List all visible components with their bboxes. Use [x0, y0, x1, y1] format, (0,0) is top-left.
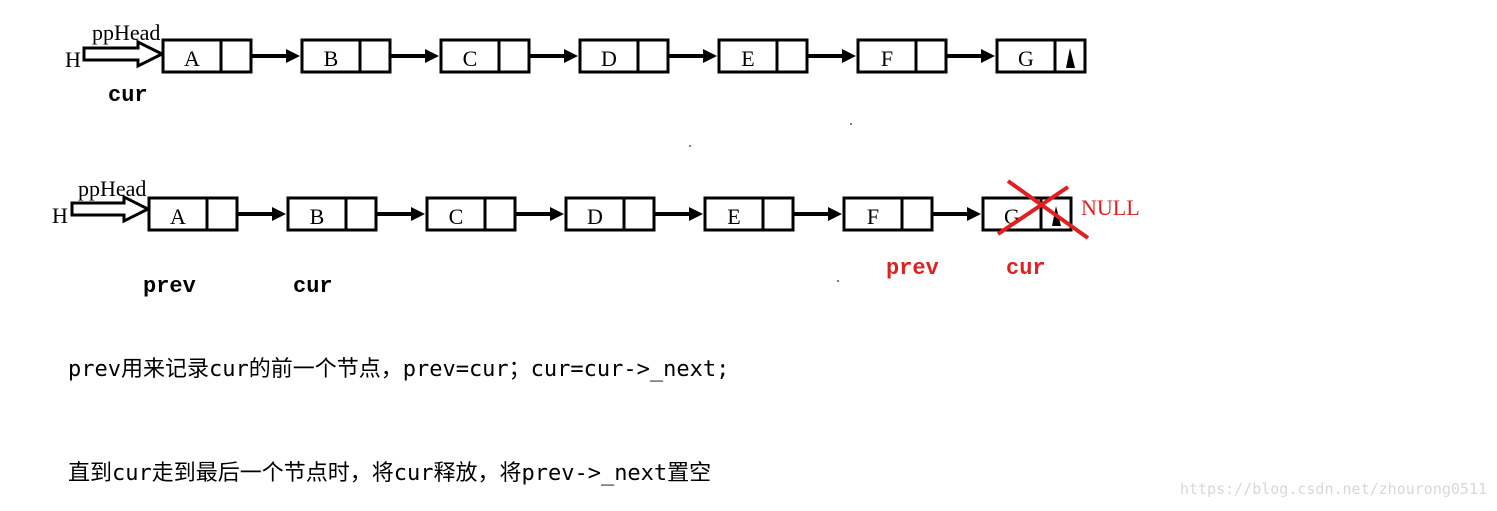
top-node-c: C [439, 38, 531, 74]
bottom-arrow-head [272, 207, 286, 221]
top-arrow-head [842, 49, 856, 63]
top-node-e: E [717, 38, 809, 74]
delete-cross-line-1 [1006, 179, 1090, 240]
caption-line-2: 直到cur走到最后一个节点时，将cur释放，将prev->_next置空 [68, 461, 712, 486]
top-head-label: H [65, 47, 81, 72]
top-node-label: E [741, 46, 754, 71]
top-node-row: A B C D E F G [161, 38, 1087, 74]
top-node-label: B [324, 46, 339, 71]
top-node-box [300, 38, 392, 74]
top-node-box [856, 38, 948, 74]
bottom-node-f: F [842, 196, 934, 232]
bottom-arrow-head [550, 207, 564, 221]
bottom-node-label: B [310, 204, 325, 229]
bottom-node-box [286, 196, 378, 232]
bottom-arrow-head [411, 207, 425, 221]
bottom-node-label: E [727, 204, 740, 229]
top-node-label: F [881, 46, 893, 71]
bottom-head-arrow [70, 194, 152, 224]
top-arrow-head [703, 49, 717, 63]
bottom-node-box [425, 196, 517, 232]
top-null-pointer-mark [1066, 48, 1075, 68]
bottom-node-e: E [703, 196, 795, 232]
delete-cross-line-2 [996, 185, 1070, 236]
top-arrow-head [286, 49, 300, 63]
top-head-arrow [82, 39, 166, 69]
top-node-b: B [300, 38, 392, 74]
top-node-d: D [578, 38, 670, 74]
bottom-node-b: B [286, 196, 378, 232]
bottom-arrow-head [828, 207, 842, 221]
top-node-label: G [1018, 46, 1034, 71]
top-node-box [717, 38, 809, 74]
bottom-arrow-head [689, 207, 703, 221]
bottom-node-label: F [867, 204, 879, 229]
watermark: https://blog.csdn.net/zhourong0511 [1179, 480, 1487, 498]
top-pphead-label: ppHead [92, 20, 160, 45]
bottom-node-label: C [449, 204, 464, 229]
bottom-node-box [842, 196, 934, 232]
bottom-pphead-label: ppHead [78, 176, 146, 201]
top-arrow-head [981, 49, 995, 63]
stray-dot [850, 123, 852, 125]
bottom-node-box [564, 196, 656, 232]
caption-line-1: prev用来记录cur的前一个节点，prev=cur；cur=cur->_nex… [68, 357, 730, 382]
bottom-node-a: A [147, 196, 239, 232]
bottom-arrow-head [967, 207, 981, 221]
top-arrow-head [564, 49, 578, 63]
top-node-box [578, 38, 670, 74]
top-node-label: D [601, 46, 617, 71]
top-arrow-head [425, 49, 439, 63]
bottom-node-label: D [587, 204, 603, 229]
bottom-head-label: H [52, 203, 68, 228]
cur-label: cur [293, 274, 333, 299]
top-cur-label: cur [108, 83, 148, 108]
top-node-box [161, 38, 253, 74]
bottom-node-box [703, 196, 795, 232]
top-node-f: F [856, 38, 948, 74]
bottom-node-d: D [564, 196, 656, 232]
bottom-node-box [147, 196, 239, 232]
top-node-label: A [184, 46, 200, 71]
top-node-label: C [463, 46, 478, 71]
prev-label-highlight: prev [886, 256, 939, 281]
null-label: NULL [1081, 195, 1140, 220]
bottom-node-label: A [170, 204, 186, 229]
bottom-node-c: C [425, 196, 517, 232]
stray-dot [837, 280, 839, 282]
top-node-box [439, 38, 531, 74]
prev-label: prev [143, 274, 196, 299]
stray-dot [689, 145, 691, 147]
cur-label-highlight: cur [1006, 256, 1046, 281]
top-node-a: A [161, 38, 253, 74]
